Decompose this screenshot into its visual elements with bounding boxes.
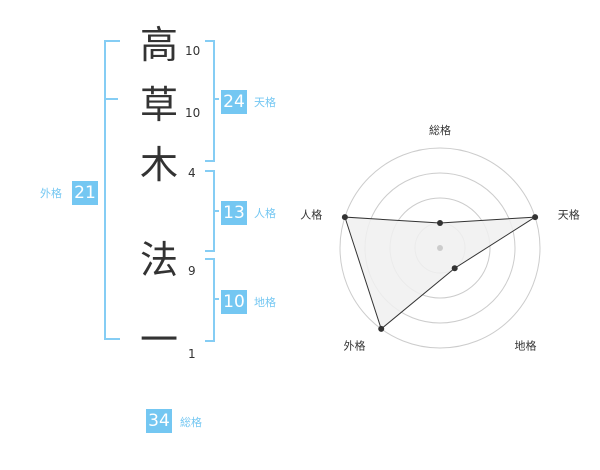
radar-area — [344, 216, 536, 330]
soukaku-value-badge: 34 — [146, 409, 172, 433]
radar-point — [437, 220, 443, 226]
radar-center — [437, 245, 443, 251]
radar-point — [451, 265, 458, 272]
gaikaku-bracket-tick — [104, 98, 118, 100]
radar-point — [341, 214, 348, 221]
name-char-2: 草 — [139, 83, 178, 127]
chikaku-label: 地格 — [254, 296, 276, 309]
stroke-count-1: 10 — [185, 44, 201, 58]
radar-point — [378, 325, 385, 332]
stroke-count-5: 1 — [188, 347, 196, 361]
chikaku-bracket — [205, 258, 215, 342]
tenkaku-bracket — [205, 40, 215, 162]
axis-label-soukaku: 総格 — [429, 123, 451, 137]
gaikaku-label: 外格 — [40, 187, 62, 200]
axis-label-jinkaku: 人格 — [300, 208, 322, 222]
name-char-1: 高 — [139, 23, 178, 67]
tenkaku-label: 天格 — [254, 96, 276, 109]
tenkaku-bracket-tick — [213, 98, 219, 100]
chikaku-bracket-tick — [213, 298, 219, 300]
radar-points — [341, 214, 539, 332]
stroke-count-3: 4 — [188, 166, 196, 180]
stroke-count-2: 10 — [185, 106, 201, 120]
jinkaku-value-badge: 13 — [221, 201, 247, 225]
stroke-count-4: 9 — [188, 264, 196, 278]
tenkaku-value-badge: 24 — [221, 90, 247, 114]
name-char-4: 法 — [139, 238, 178, 282]
name-char-3: 木 — [139, 143, 178, 187]
jinkaku-label: 人格 — [254, 207, 276, 220]
axis-label-chikaku: 地格 — [514, 338, 536, 352]
radar-ring — [339, 147, 541, 349]
radar-point — [532, 214, 539, 221]
name-char-5: 一 — [139, 318, 178, 362]
gaikaku-value-badge: 21 — [72, 181, 98, 205]
soukaku-label: 総格 — [180, 416, 202, 429]
axis-label-gaikaku: 外格 — [344, 338, 366, 352]
axis-label-tenkaku: 天格 — [558, 208, 580, 222]
radar-chart: 総格 天格 地格 外格 人格 — [300, 123, 580, 352]
gaikaku-bracket — [104, 40, 120, 340]
jinkaku-bracket-tick — [213, 210, 219, 212]
chikaku-value-badge: 10 — [221, 290, 247, 314]
